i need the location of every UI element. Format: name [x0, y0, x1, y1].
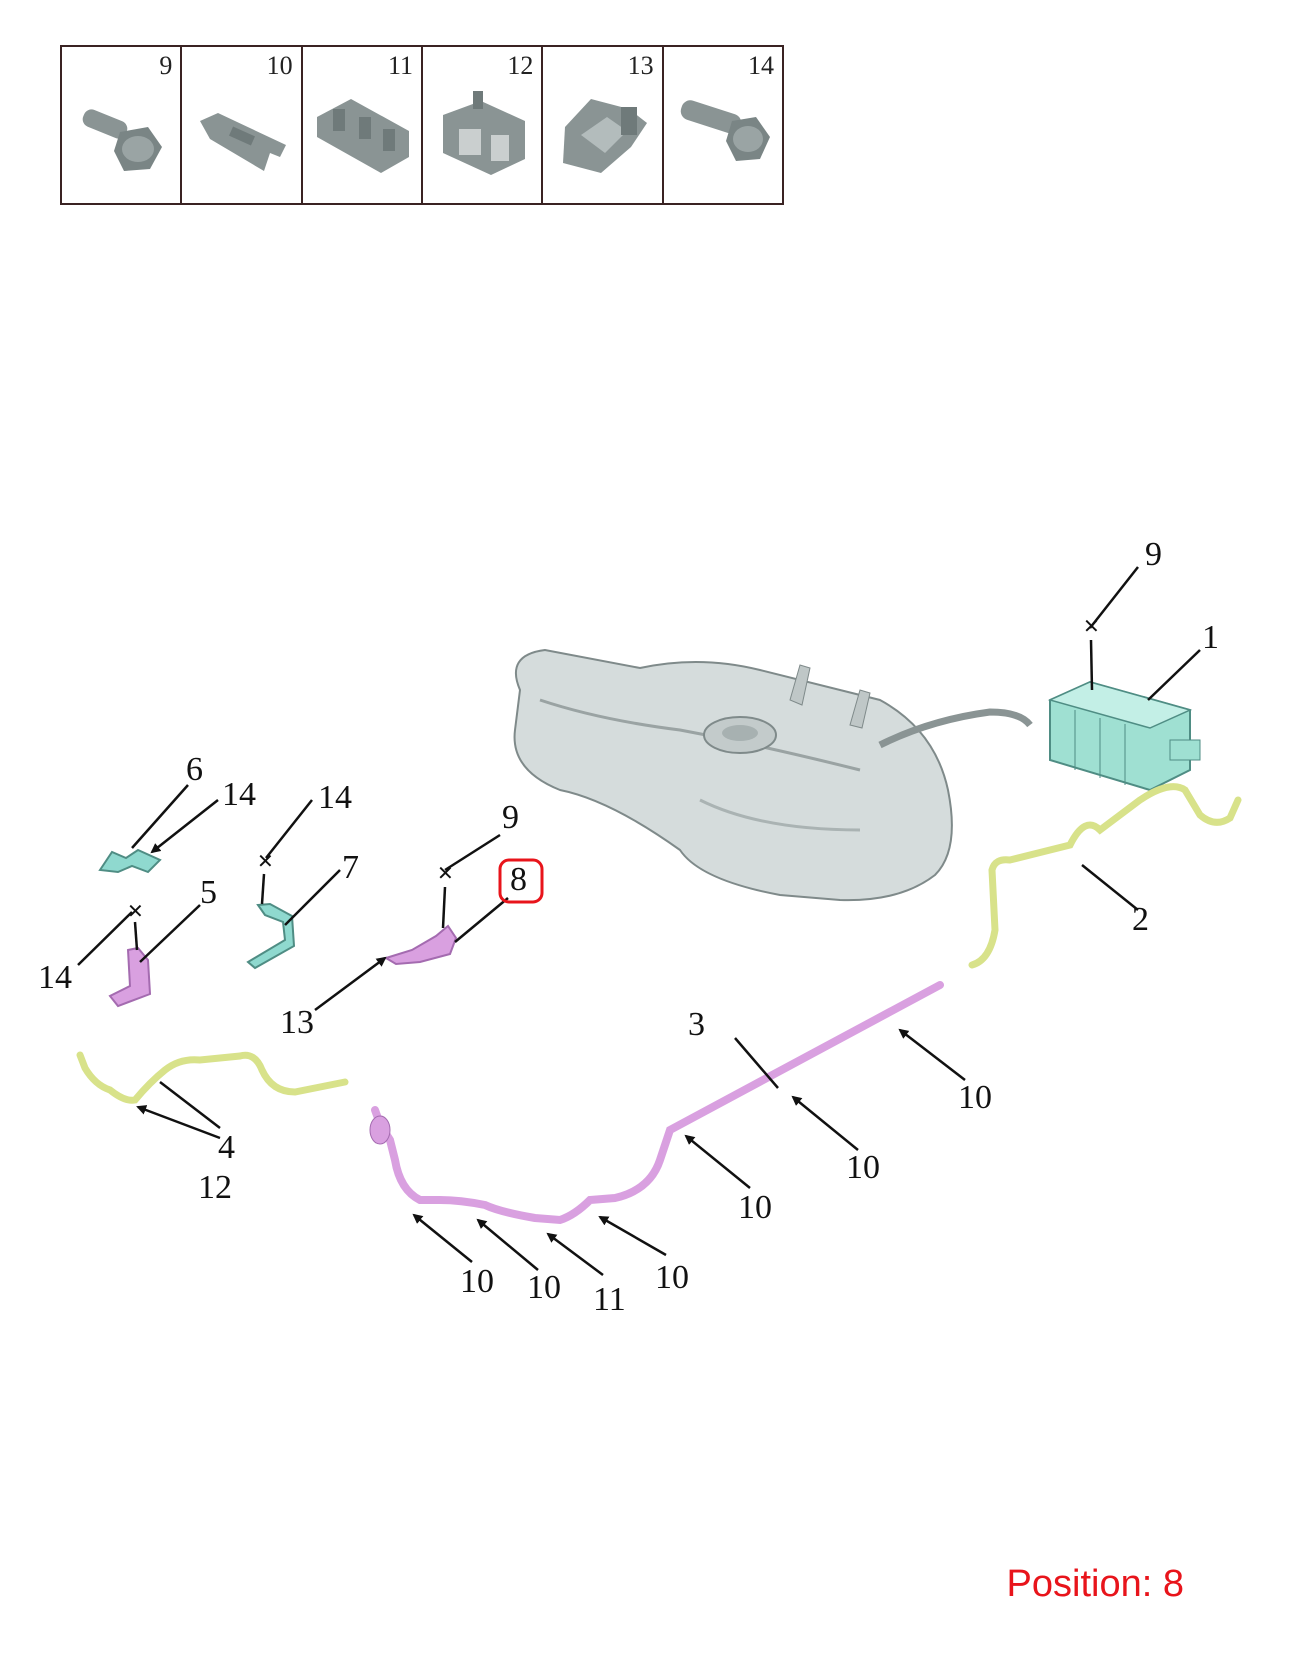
- position-label: Position: 8: [1006, 1563, 1184, 1605]
- callout-10: 10: [655, 1259, 689, 1296]
- callout-9: 9: [1145, 536, 1162, 573]
- vapor-pipe-2: [968, 783, 1242, 969]
- legend-cell-13: 13: [543, 47, 664, 203]
- svg-text:✕: ✕: [127, 899, 144, 923]
- svg-text:✕: ✕: [437, 861, 454, 885]
- callout-10: 10: [460, 1263, 494, 1300]
- legend-number: 10: [266, 51, 293, 80]
- bracket-5: [108, 946, 152, 1008]
- callout-14: 14: [38, 959, 72, 996]
- legend-number: 11: [387, 51, 413, 80]
- callout-10: 10: [527, 1269, 561, 1306]
- callout-9: 9: [502, 799, 519, 836]
- callout-11: 11: [593, 1281, 626, 1318]
- callout-2: 2: [1132, 901, 1149, 938]
- bracket-6: [98, 848, 162, 874]
- callout-1: 1: [1202, 619, 1219, 656]
- callout-10: 10: [846, 1149, 880, 1186]
- legend-cell-10: 10: [182, 47, 303, 203]
- evap-canister: [1047, 680, 1201, 792]
- callout-12: 12: [198, 1169, 232, 1206]
- selected-position-highlight: [498, 858, 544, 904]
- vent-pipe-3: [371, 981, 944, 1225]
- bolt-icon: [680, 100, 770, 161]
- callout-10: 10: [738, 1189, 772, 1226]
- bracket-clip-icon: [563, 99, 648, 173]
- callout-13: 13: [280, 1004, 314, 1041]
- bracket-8: [383, 924, 458, 966]
- vent-pipe-4: [76, 1051, 349, 1104]
- callout-3: 3: [688, 1006, 705, 1043]
- svg-text:✕: ✕: [257, 849, 274, 873]
- callout-5: 5: [200, 874, 217, 911]
- fuel-tank: [513, 648, 1033, 902]
- callout-labels: 9 1 2 3 10 10 10 10 11 10 10 4 12 13 9 8…: [38, 536, 1219, 1318]
- legend-cell-14: 14: [664, 47, 782, 203]
- leader-lines: ✕ ✕ ✕ ✕: [77, 566, 1201, 1277]
- legend-number: 12: [507, 51, 534, 80]
- callout-6: 6: [186, 751, 203, 788]
- callout-14: 14: [318, 779, 352, 816]
- callout-10: 10: [958, 1079, 992, 1116]
- double-clip-icon: [316, 99, 409, 173]
- legend-number: 9: [159, 51, 173, 80]
- legend-number: 13: [627, 51, 654, 80]
- callout-7: 7: [342, 849, 359, 886]
- push-clip-icon: [442, 91, 525, 175]
- callout-8: 8: [510, 861, 527, 898]
- pipe-clip-icon: [200, 113, 287, 171]
- legend-cell-12: 12: [423, 47, 544, 203]
- legend-cell-11: 11: [303, 47, 423, 203]
- callout-4: 4: [218, 1129, 235, 1166]
- legend-cell-9: 9: [62, 47, 183, 203]
- callout-14: 14: [222, 776, 256, 813]
- svg-text:✕: ✕: [1083, 614, 1100, 638]
- bolt-icon: [82, 109, 162, 171]
- bracket-7: [246, 902, 296, 970]
- legend-number: 14: [747, 51, 774, 80]
- parts-legend: 9 10 11 12 13: [60, 45, 784, 205]
